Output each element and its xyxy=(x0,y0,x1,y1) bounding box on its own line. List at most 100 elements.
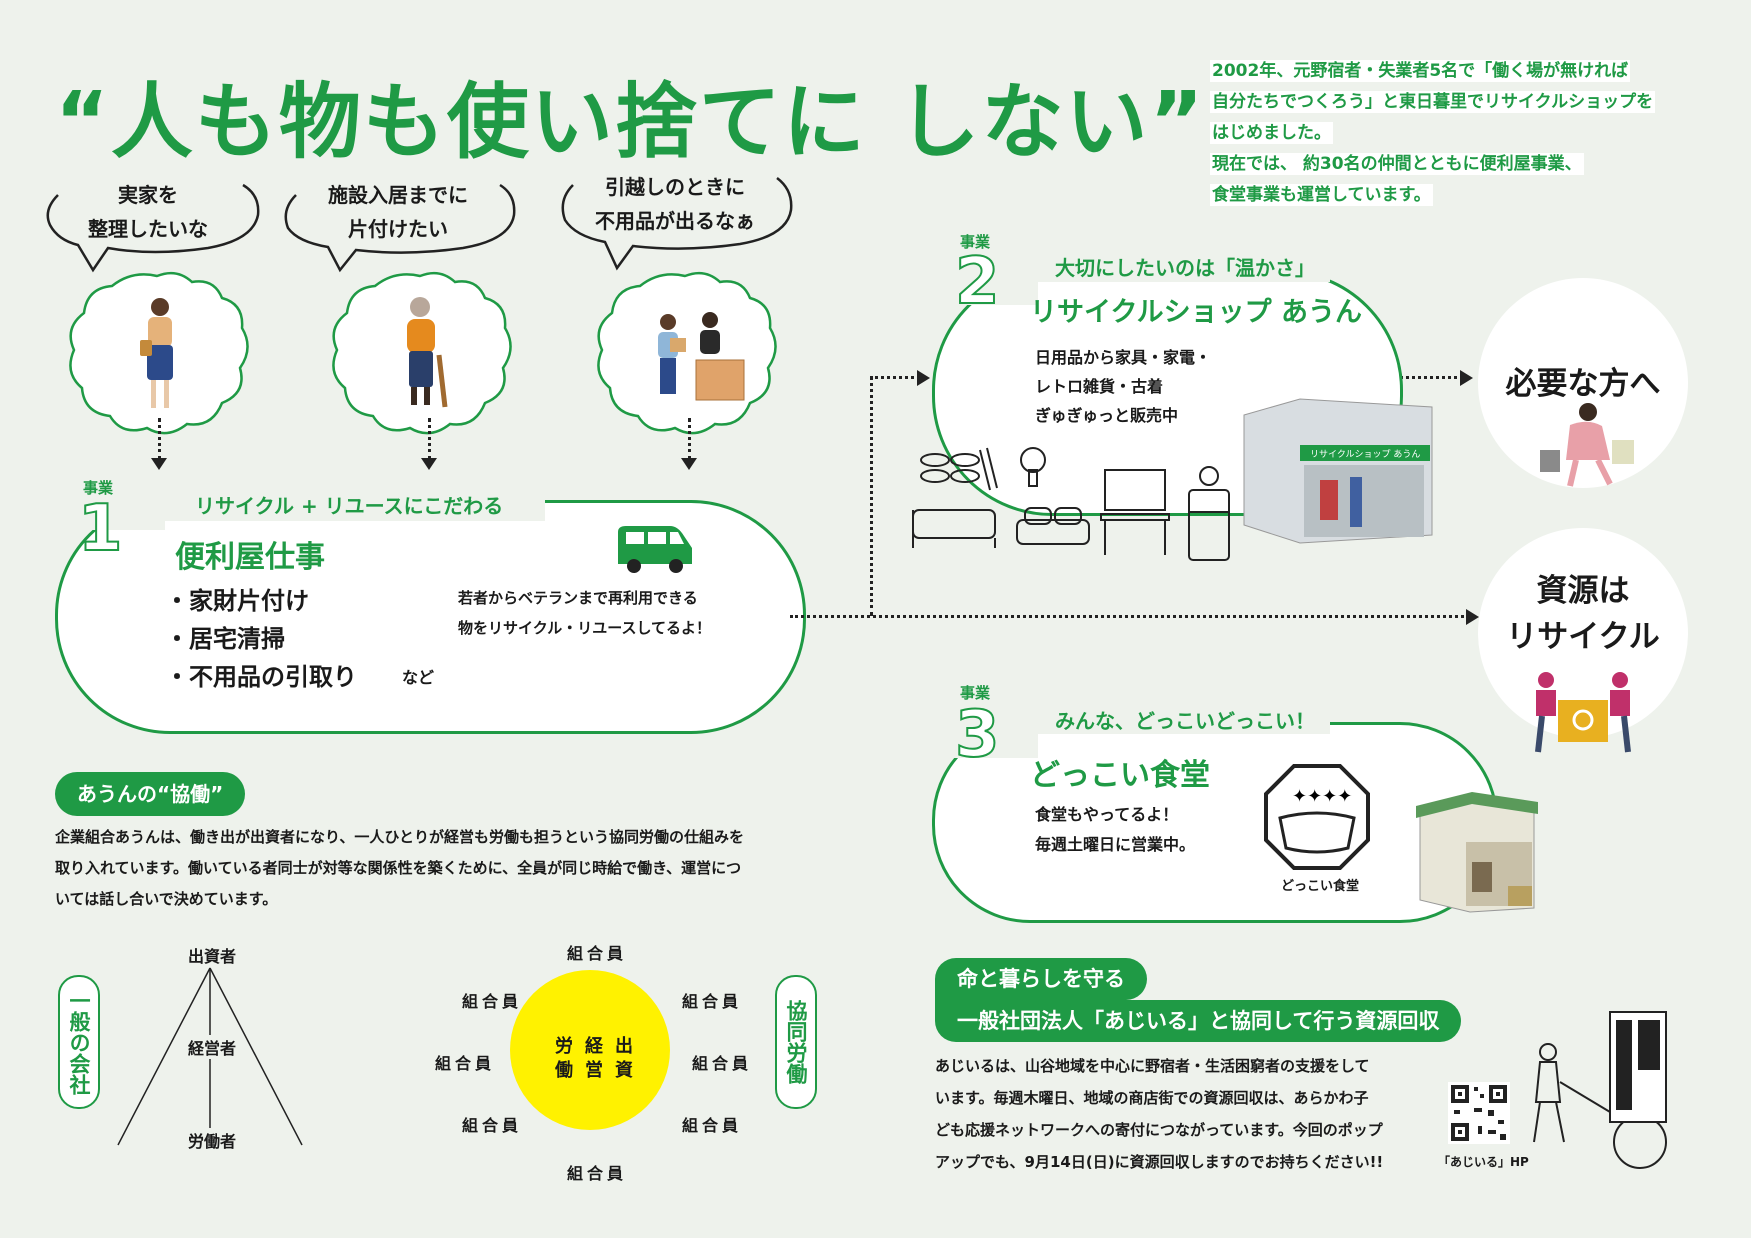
biz1-note: 若者からベテランまで再利用できる 物をリサイクル・リユースしてるよ！ xyxy=(458,583,711,643)
bubble-line: 実家を xyxy=(118,183,178,207)
worker-label: 労働者 xyxy=(188,1128,237,1152)
dotted-arrow xyxy=(1395,376,1463,379)
ajiiru-line: あじいるは、山谷地域を中心に野宿者・生活困窮者の支援をして xyxy=(935,1057,1370,1075)
center-char: 資 xyxy=(615,1060,645,1081)
arrow-head-icon xyxy=(421,458,437,470)
number-bg xyxy=(70,470,165,530)
list-item: ・不用品の引取り xyxy=(165,663,357,691)
cooperative-work-label: 協同労働 xyxy=(775,975,817,1109)
note-line: 物をリサイクル・リユースしてるよ！ xyxy=(458,619,712,637)
ajiiru-tag-2: 一般社団法人「あじいる」と協同して行う資源回収 xyxy=(935,1000,1462,1042)
bubble-line: 整理したいな xyxy=(88,217,208,241)
speech-bubble-3: 引越しのときに不用品が出るなぁ xyxy=(555,170,795,271)
biz-label: 事業 xyxy=(960,233,991,251)
desc-line: 日用品から家具・家電・ xyxy=(1035,348,1212,367)
kyodo-line: 取り入れています。働いている者同士が対等な関係性を築くために、全員が同じ時給で働… xyxy=(55,859,742,877)
center-char: 営 xyxy=(585,1060,615,1081)
recycling-cart-icon xyxy=(1535,672,1631,753)
shop-sign: リサイクルショップ あうん xyxy=(1310,449,1420,460)
bubble-line: 引越しのときに xyxy=(605,175,745,199)
cart-worker-illustration-icon xyxy=(1533,1011,1667,1169)
subhead-bg xyxy=(1030,698,1330,734)
desc-line: ぎゅぎゅっと販売中 xyxy=(1035,406,1179,425)
kyodo-line: 企業組合あうんは、働き出が出資者になり、一人ひとりが経営も労働も担うという協同労… xyxy=(55,828,744,846)
arrow-head-icon xyxy=(681,458,697,470)
biz-label: 事業 xyxy=(83,479,114,497)
etc-label: など xyxy=(402,668,435,687)
biz3-title: どっこい食堂 xyxy=(1030,758,1210,793)
investor-label: 出資者 xyxy=(188,943,237,967)
dotted-arrow xyxy=(870,376,920,379)
dotted-arrow xyxy=(158,418,161,460)
member-label: 組合員 xyxy=(682,992,743,1011)
list-item: ・居宅清掃 xyxy=(165,625,285,653)
biz3-subhead: みんな、どっこいどっこい！ xyxy=(1055,709,1315,733)
resource-line: 資源は xyxy=(1536,573,1630,609)
recycle-shop-building-icon: リサイクルショップ あうん xyxy=(1243,398,1433,544)
subhead-bg xyxy=(165,483,545,521)
general-company-label: 一般の会社 xyxy=(58,975,100,1109)
biz1-subhead: リサイクル + リユースにこだわる xyxy=(195,494,504,518)
resource-line: リサイクル xyxy=(1506,619,1660,655)
intro-text: 2002年、元野宿者・失業者5名で「働く場が無ければ 自分たちでつくろう」と東日… xyxy=(1210,56,1710,211)
intro-line: 2002年、元野宿者・失業者5名で「働く場が無ければ xyxy=(1210,60,1631,82)
qr-caption: 「あじいる」HP xyxy=(1438,1155,1529,1169)
resource-label: 資源は リサイクル xyxy=(1478,568,1688,660)
member-label: 組合員 xyxy=(462,992,523,1011)
bubble-line: 施設入居までに xyxy=(328,183,468,207)
biz2-desc: 日用品から家具・家電・ レトロ雑貨・古着 ぎゅぎゅっと販売中 xyxy=(1035,343,1211,430)
arrow-head-icon xyxy=(151,458,167,470)
member-label: 組合員 xyxy=(567,944,628,963)
biz2-title: リサイクルショップ あうん xyxy=(1030,297,1363,328)
number-bg xyxy=(948,680,1038,758)
biz3-desc: 食堂もやってるよ！ 毎週土曜日に営業中。 xyxy=(1035,800,1195,860)
kyodo-line: いては話し合いで決めています。 xyxy=(55,890,278,908)
qr-code-icon[interactable] xyxy=(1448,1082,1510,1144)
desc-line: 食堂もやってるよ！ xyxy=(1035,805,1179,824)
arrow-head-icon xyxy=(1460,370,1473,386)
intro-line: 食堂事業も運営しています。 xyxy=(1210,184,1433,206)
member-label: 組合員 xyxy=(567,1164,628,1183)
svg-text:✦✦✦✦: ✦✦✦✦ xyxy=(1292,786,1352,807)
elderly-woman-icon xyxy=(407,297,448,408)
note-line: 若者からベテランまで再利用できる xyxy=(458,589,698,607)
shopper-icon xyxy=(1540,403,1634,487)
list-item: ・家財片付け xyxy=(165,587,309,615)
member-label: 組合員 xyxy=(692,1054,753,1073)
biz-number-3: 3 xyxy=(954,697,1001,773)
member-label: 組合員 xyxy=(462,1116,523,1135)
desc-line: レトロ雑貨・古着 xyxy=(1035,377,1164,396)
center-text: 労経出 働営資 xyxy=(555,1035,655,1083)
manager-label: 経営者 xyxy=(188,1035,237,1059)
kyodo-text: 企業組合あうんは、働き出が出資者になり、一人ひとりが経営も労働も担うという協同労… xyxy=(55,822,825,915)
dotted-arrow xyxy=(790,615,1470,618)
dokkoi-shokudo-logo-icon: ✦✦✦✦ xyxy=(1264,764,1370,870)
van-icon xyxy=(618,526,692,573)
shokudo-building-icon xyxy=(1416,792,1538,913)
intro-line: 現在では、 約30名の仲間とともに便利屋事業、 xyxy=(1210,153,1584,175)
biz-label: 事業 xyxy=(960,684,991,702)
speech-bubble-1: 実家を整理したいな xyxy=(38,170,260,273)
ajiiru-tag-1: 命と暮らしを守る xyxy=(935,958,1147,1000)
moving-people-icon xyxy=(658,312,745,401)
biz-number-1: 1 xyxy=(77,491,124,567)
speech-bubble-2: 施設入居までに片付けたい xyxy=(278,170,518,273)
logo-caption: どっこい食堂 xyxy=(1280,879,1359,894)
kyodo-tag: あうんの“協働” xyxy=(55,772,246,816)
center-char: 労 xyxy=(555,1036,585,1057)
number-bg xyxy=(948,230,1038,305)
biz1-list: ・家財片付け ・居宅清掃 ・不用品の引取り xyxy=(165,582,357,696)
center-char: 出 xyxy=(615,1036,645,1057)
bubble-line: 片付けたい xyxy=(348,217,448,241)
bubble-line: 不用品が出るなぁ xyxy=(595,209,755,233)
dotted-arrow xyxy=(688,418,691,460)
biz1-title: 便利屋仕事 xyxy=(175,540,325,575)
biz-number-2: 2 xyxy=(954,244,1001,320)
desc-line: 毎週土曜日に営業中。 xyxy=(1035,835,1196,854)
furniture-goods-icon xyxy=(912,447,1230,561)
biz2-subhead: 大切にしたいのは「温かさ」 xyxy=(1055,256,1315,280)
center-char: 働 xyxy=(555,1060,585,1081)
cooperative-circle xyxy=(510,970,670,1130)
headline: “人も物も使い捨てに しない” xyxy=(55,75,1206,170)
center-char: 経 xyxy=(585,1036,615,1057)
